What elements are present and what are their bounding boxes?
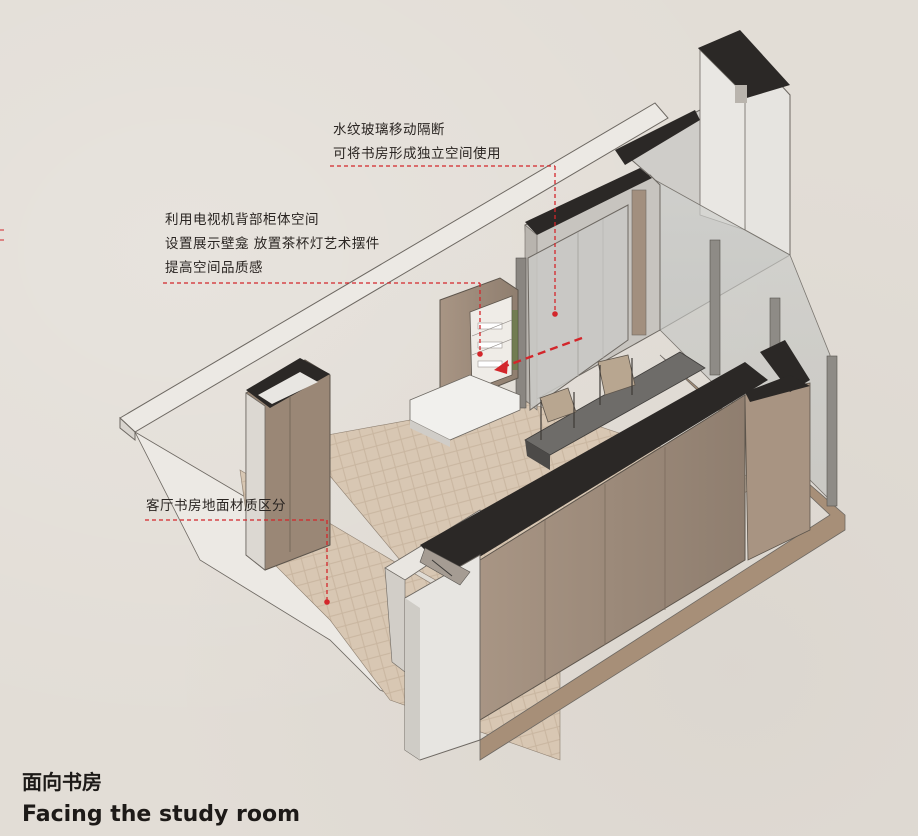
annotation-leaders	[145, 165, 583, 600]
annotation-markers	[324, 311, 558, 605]
wood-feature-wall	[404, 340, 811, 761]
marker-glass-dot	[552, 311, 558, 317]
marker-tv-dot	[477, 351, 483, 357]
tv-back-cabinet	[409, 277, 521, 447]
annotation-tv-line-3: 提高空间品质感	[165, 260, 263, 276]
floor-slab-outline	[119, 102, 669, 442]
study-floor-slab	[479, 354, 846, 761]
sliding-glass-partition	[515, 204, 629, 411]
tall-wardrobe	[245, 358, 331, 571]
annotation-tv-line-1: 利用电视机背部柜体空间	[165, 212, 319, 228]
title-english: Facing the study room	[22, 802, 301, 827]
annotation-tv-line-2: 设置展示壁龛 放置茶杯灯艺术摆件	[165, 236, 380, 252]
slide-arrow-head	[494, 360, 508, 374]
left-edge-fragment	[0, 229, 4, 241]
annotation-tv-cabinet: 利用电视机背部柜体空间 设置展示壁龛 放置茶杯灯艺术摆件 提高空间品质感	[165, 208, 380, 280]
annotation-floor-material: 客厅书房地面材质区分	[146, 494, 286, 518]
annotation-glass-line-2: 可将书房形成独立空间使用	[333, 146, 501, 162]
marker-floor-dot	[324, 599, 330, 605]
study-chairs	[539, 354, 636, 440]
slide-arrow-shaft	[499, 336, 583, 370]
annotation-floor-line-1: 客厅书房地面材质区分	[146, 498, 286, 514]
annotation-glass-partition: 水纹玻璃移动隔断 可将书房形成独立空间使用	[333, 118, 501, 166]
annotation-glass-line-1: 水纹玻璃移动隔断	[333, 122, 445, 138]
title-chinese: 面向书房	[22, 770, 102, 794]
